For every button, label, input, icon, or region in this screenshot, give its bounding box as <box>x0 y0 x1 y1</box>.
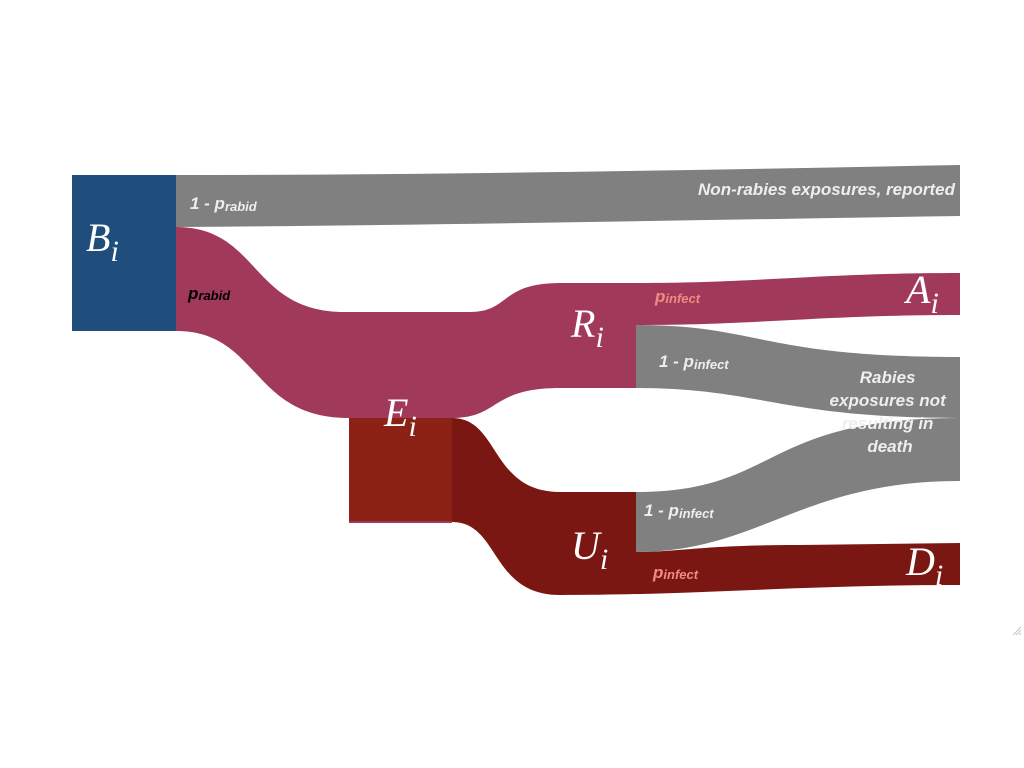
node-E-box <box>349 418 452 522</box>
edge-label-u-infect: pinfect <box>652 563 699 582</box>
edge-label-b-rabid: prabid <box>187 284 231 303</box>
flow-R-to-not-death <box>636 325 960 418</box>
edge-label-r-not-infect: 1 - pinfect <box>659 352 729 372</box>
flow-rabid-to-E <box>176 227 636 418</box>
outcome-non-rabies: Non-rabies exposures, reported <box>698 180 956 199</box>
outcome-not-death: Rabies exposures not resulting in death <box>830 368 951 456</box>
node-label-U: Ui <box>571 523 608 576</box>
flow-E-to-U <box>452 418 960 595</box>
flow-R-to-A <box>636 273 960 325</box>
flow-non-rabies <box>176 165 960 227</box>
edge-label-u-not-infect: 1 - pinfect <box>644 501 714 521</box>
edge-labels: 1 - prabid prabid pinfect 1 - pinfect 1 … <box>187 194 729 582</box>
node-B-box <box>72 175 176 331</box>
flow-U-to-not-death <box>636 418 960 552</box>
node-labels: Bi Ei Ri Ui Ai Di <box>86 215 943 592</box>
edge-label-b-nonrabid: 1 - prabid <box>190 194 258 214</box>
node-label-R: Ri <box>570 301 604 354</box>
nodes <box>72 175 452 523</box>
outcome-labels: Non-rabies exposures, reported Rabies ex… <box>698 180 956 456</box>
node-label-A: Ai <box>903 267 939 320</box>
node-label-B: Bi <box>86 215 119 268</box>
resize-grip-icon[interactable] <box>1012 626 1022 636</box>
node-label-D: Di <box>905 539 943 592</box>
edge-label-r-infect: pinfect <box>654 287 701 306</box>
node-label-E: Ei <box>383 390 417 443</box>
flow-bands <box>176 165 960 595</box>
